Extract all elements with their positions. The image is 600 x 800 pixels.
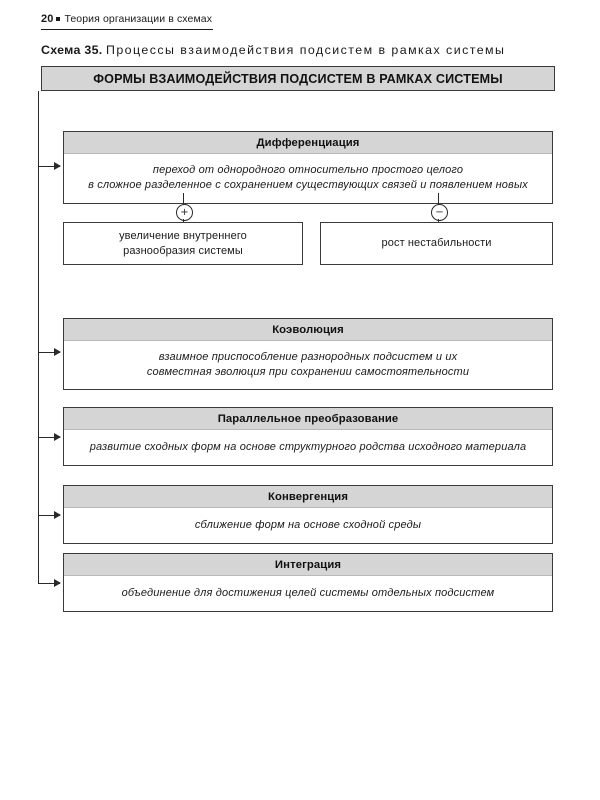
branch-arrow-1 xyxy=(38,161,61,172)
block-body: сближение форм на основе сходной среды xyxy=(64,508,552,543)
block-body: развитие сходных форм на основе структур… xyxy=(64,430,552,465)
block-differentiation[interactable]: Дифференциация переход от однородного от… xyxy=(63,131,553,204)
block-coevolution[interactable]: Коэволюция взаимное приспособление разно… xyxy=(63,318,553,390)
square-bullet-icon xyxy=(56,16,61,21)
block-convergence[interactable]: Конвергенция сближение форм на основе сх… xyxy=(63,485,553,544)
diagram-title-bar: ФОРМЫ ВЗАИМОДЕЙСТВИЯ ПОДСИСТЕМ В РАМКАХ … xyxy=(41,66,555,91)
branch-arrow-4 xyxy=(38,510,61,521)
scheme-caption-text: Процессы взаимодействия подсистем в рамк… xyxy=(105,43,506,57)
block-line: сближение форм на основе сходной среды xyxy=(194,518,422,531)
block-header: Дифференциация xyxy=(64,132,552,154)
consequence-line: разнообразия системы xyxy=(123,244,243,257)
consequence-box-increase-diversity[interactable]: увеличение внутреннего разнообразия сист… xyxy=(63,222,303,265)
page-number: 20 xyxy=(41,13,54,25)
block-body: переход от однородного относительно прос… xyxy=(64,154,552,203)
block-header: Интеграция xyxy=(64,554,552,576)
consequence-box-instability-growth[interactable]: рост нестабильности xyxy=(320,222,553,265)
block-header: Параллельное преобразование xyxy=(64,408,552,430)
consequence-line: рост нестабильности xyxy=(381,237,492,249)
scheme-caption-label: Схема 35. xyxy=(41,43,103,57)
branch-arrow-5 xyxy=(38,578,61,589)
block-line: совместная эволюция при сохранении самос… xyxy=(146,365,470,378)
diagram-title: ФОРМЫ ВЗАИМОДЕЙСТВИЯ ПОДСИСТЕМ В РАМКАХ … xyxy=(93,71,503,86)
block-line: в сложное разделенное с сохранением суще… xyxy=(88,179,528,191)
consequence-connector-plus-upper xyxy=(183,193,185,205)
block-header: Конвергенция xyxy=(64,486,552,508)
branch-arrow-2 xyxy=(38,347,61,358)
running-head-rule xyxy=(41,29,213,30)
block-line: развитие сходных форм на основе структур… xyxy=(89,440,527,453)
consequence-line: увеличение внутреннего xyxy=(119,229,247,242)
scheme-caption: Схема 35. Процессы взаимодействия подсис… xyxy=(41,42,555,58)
block-title: Дифференциация xyxy=(256,136,360,149)
block-title: Конвергенция xyxy=(267,490,349,503)
branch-arrow-3 xyxy=(38,432,61,443)
book-title: Теория организации в схемах xyxy=(64,13,213,25)
block-title: Параллельное преобразование xyxy=(217,412,399,425)
block-integration[interactable]: Интеграция объединение для достижения це… xyxy=(63,553,553,612)
block-line: взаимное приспособление разнородных подс… xyxy=(158,350,458,363)
block-parallel-transformation[interactable]: Параллельное преобразование развитие схо… xyxy=(63,407,553,466)
plus-circle-icon: + xyxy=(176,204,193,221)
consequence-connector-minus-upper xyxy=(438,193,440,205)
block-title: Интеграция xyxy=(274,558,342,571)
block-line: переход от однородного относительно прос… xyxy=(152,164,464,176)
spine-connector xyxy=(38,91,40,584)
block-body: взаимное приспособление разнородных подс… xyxy=(64,341,552,389)
block-line: объединение для достижения целей системы… xyxy=(121,586,495,599)
block-header: Коэволюция xyxy=(64,319,552,341)
block-body: объединение для достижения целей системы… xyxy=(64,576,552,611)
minus-circle-icon: − xyxy=(431,204,448,221)
block-title: Коэволюция xyxy=(272,323,344,336)
running-head: 20 Теория организации в схемах xyxy=(41,13,212,26)
